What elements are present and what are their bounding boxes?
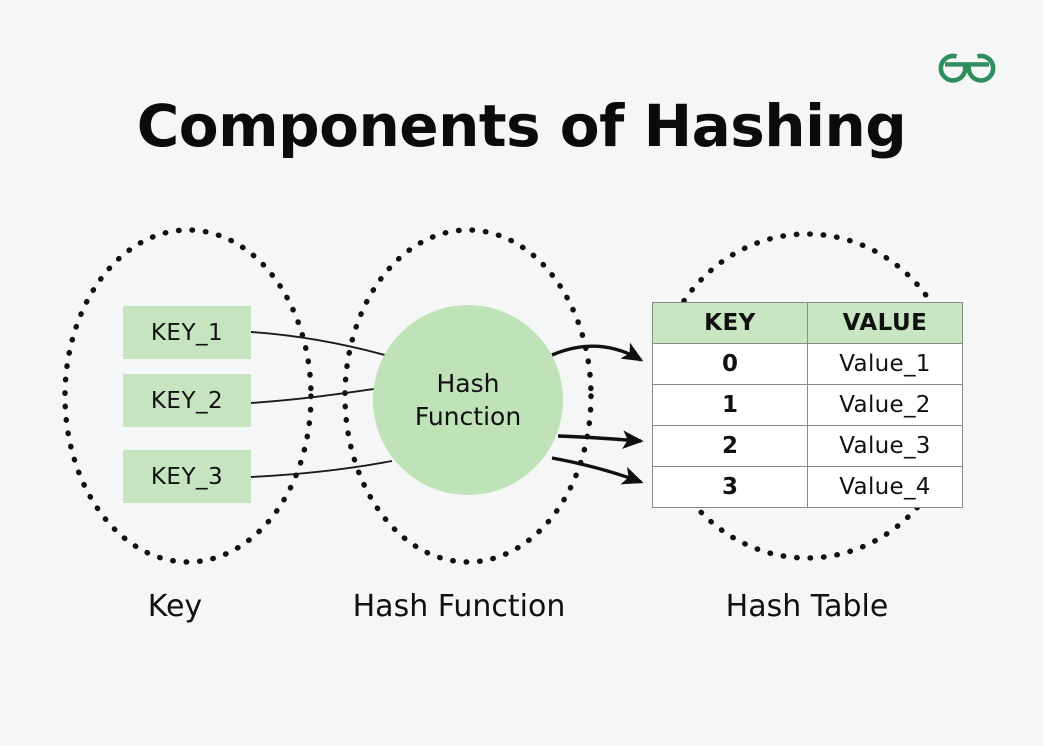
column-header-value: VALUE (807, 302, 963, 344)
hash-function-circle: Hash Function (373, 305, 563, 495)
key-box-3: KEY_3 (123, 450, 251, 503)
table-row: 0 Value_1 (652, 343, 963, 385)
cell-value: Value_2 (807, 384, 963, 426)
arrow-hash-to-row-2 (557, 430, 644, 449)
table-row: 2 Value_3 (652, 425, 963, 467)
table-row: 3 Value_4 (652, 466, 963, 508)
key-box-label: KEY_2 (150, 387, 224, 414)
key-box-label: KEY_1 (150, 319, 224, 346)
arrow-hash-to-row-3 (551, 456, 644, 485)
cell-value: Value_1 (807, 343, 963, 385)
connector-key1-to-hash (250, 331, 393, 358)
cell-value: Value_3 (807, 425, 963, 467)
hash-function-label-line1: Hash (436, 369, 500, 398)
hash-function-label-line2: Function (414, 402, 522, 431)
caption-hash-function: Hash Function (352, 589, 566, 624)
key-box-label: KEY_3 (150, 463, 224, 490)
table-header-row: KEY VALUE (652, 302, 963, 344)
geeksforgeeks-logo (931, 42, 1003, 86)
cell-key: 1 (652, 384, 808, 426)
cell-key: 0 (652, 343, 808, 385)
key-group-ellipse (62, 227, 314, 565)
caption-key: Key (147, 589, 203, 624)
key-box-1: KEY_1 (123, 306, 251, 359)
cell-key: 3 (652, 466, 808, 508)
column-header-key: KEY (652, 302, 808, 344)
cell-value: Value_4 (807, 466, 963, 508)
hash-function-group-ellipse (342, 227, 594, 565)
connector-key3-to-hash (250, 460, 393, 478)
table-row: 1 Value_2 (652, 384, 963, 426)
key-box-2: KEY_2 (123, 374, 251, 427)
hash-table: KEY VALUE 0 Value_1 1 Value_2 2 Value_3 … (652, 302, 963, 508)
arrow-hash-to-row-0 (551, 342, 644, 362)
page-title: Components of Hashing (136, 92, 907, 160)
connector-key2-to-hash (250, 386, 389, 404)
caption-hash-table: Hash Table (725, 589, 889, 624)
cell-key: 2 (652, 425, 808, 467)
